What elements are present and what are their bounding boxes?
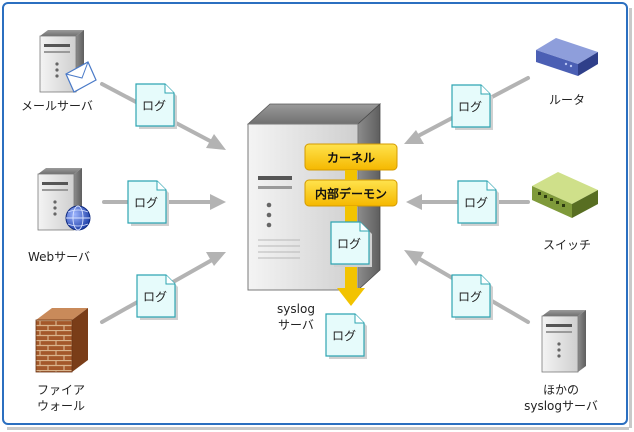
log-doc-firewall: ログ [136,274,178,320]
web-server-label: Webサーバ [28,250,90,264]
syslog-server-label-line1: syslog [277,302,315,316]
firewall-label-line2: ウォール [37,399,85,413]
log-doc-output: ログ [325,313,367,359]
kernel-label: カーネル [327,151,375,165]
log-doc-web-label: ログ [134,196,158,210]
log-doc-web: ログ [127,180,169,226]
log-doc-switch: ログ [457,180,499,226]
kernel-box: カーネル [304,143,398,171]
other-server-label-line2: syslogサーバ [524,399,598,413]
log-doc-other-label: ログ [458,290,482,304]
switch-label: スイッチ [543,238,591,252]
other-server-label-line1: ほかの [543,383,579,397]
log-doc-router: ログ [451,84,493,130]
router-label: ルータ [549,93,585,107]
log-doc-switch-label: ログ [464,196,488,210]
mail-server-icon [39,30,97,93]
log-doc-mail-label: ログ [142,99,166,113]
log-doc-router-label: ログ [458,100,482,114]
mail-server-label: メールサーバ [21,99,93,113]
daemon-box: 内部デーモン [304,179,398,207]
log-doc-internal: ログ [330,221,372,267]
daemon-label: 内部デーモン [315,186,387,201]
globe-icon [65,205,91,231]
log-doc-firewall-label: ログ [143,290,167,304]
switch-icon [532,172,598,218]
envelope-icon [65,61,97,93]
log-doc-other: ログ [451,274,493,320]
syslog-server-label-line2: サーバ [278,318,314,332]
web-server-icon [37,168,91,231]
router-icon [536,38,598,76]
log-doc-output-label: ログ [332,329,356,343]
firewall-label-line1: ファイア [37,383,85,397]
log-doc-mail: ログ [135,83,177,129]
other-server-icon [541,310,586,373]
firewall-icon [35,308,88,373]
log-doc-internal-label: ログ [337,237,361,251]
